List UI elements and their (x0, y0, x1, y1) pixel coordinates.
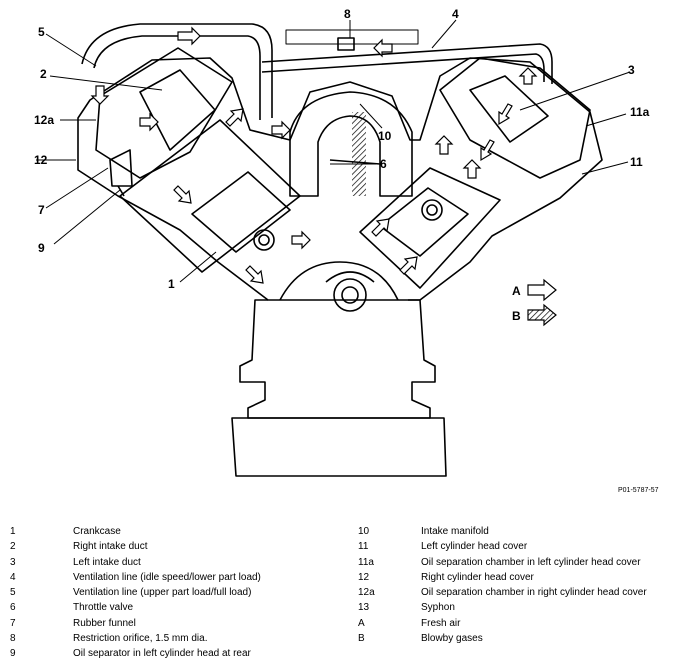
legend-item: 12a Oil separation chamber in right cylin… (358, 585, 647, 600)
legend-item: 6 Throttle valve (10, 600, 261, 615)
legend-key: 4 (10, 571, 16, 583)
legend-text: Oil separation chamber in right cylinder… (421, 587, 647, 599)
legend-key: 11 (358, 541, 369, 553)
callout-5: 5 (38, 25, 45, 39)
flow-key-b-label: B (512, 309, 521, 323)
callout-1: 1 (168, 277, 175, 291)
legend-text: Throttle valve (73, 602, 134, 614)
callout-3: 3 (628, 63, 635, 77)
callout-11: 11 (630, 155, 643, 169)
legend-key: 7 (10, 617, 16, 629)
legend-key: 12 (358, 571, 370, 583)
rubber-funnel (109, 149, 133, 187)
legend-item: 8 Restriction orifice, 1.5 mm dia. (10, 631, 261, 646)
legend-text: Syphon (421, 602, 455, 614)
callout-8: 8 (344, 7, 351, 21)
legend-text: Intake manifold (421, 526, 489, 537)
engine-lower-block (239, 299, 436, 419)
legend-key: 6 (10, 602, 16, 614)
figure-code: P01-5787-57 (618, 487, 659, 494)
callout-12a: 12a (34, 113, 54, 127)
legend-key: 10 (358, 526, 370, 537)
legend-text: Fresh air (421, 617, 461, 629)
legend-text: Left intake duct (73, 556, 141, 568)
callout-10: 10 (378, 129, 392, 143)
callout-12: 12 (34, 153, 48, 167)
legend-item: 1 Crankcase (10, 524, 261, 539)
legend-item: 11 Left cylinder head cover (358, 539, 647, 554)
legend-text: Oil separation chamber in left cylinder … (421, 556, 641, 568)
legend-item: 3 Left intake duct (10, 555, 261, 570)
legend-key: B (358, 633, 365, 645)
legend-item: 5 Ventilation line (upper part load/full … (10, 585, 261, 600)
crankshaft (333, 278, 367, 312)
legend-item: 4 Ventilation line (idle speed/lower part… (10, 570, 261, 585)
callout-2: 2 (40, 67, 47, 81)
legend-text: Ventilation line (idle speed/lower part … (73, 571, 261, 583)
ventilation-line-upper (81, 23, 273, 118)
legend-key: 1 (10, 526, 16, 537)
legend-right-column: 10 Intake manifold 11 Left cylinder head co… (358, 524, 647, 646)
legend-item: B Blowby gases (358, 631, 647, 646)
ventilation-line-lower (261, 43, 553, 84)
legend-text: Right cylinder head cover (421, 571, 534, 583)
legend-text: Rubber funnel (73, 617, 136, 629)
left-cylinder-bank (119, 119, 301, 273)
flow-key-a-label: A (512, 284, 521, 298)
intake-manifold (289, 91, 413, 197)
callout-4: 4 (452, 7, 459, 21)
left-cylinder-head-cover (95, 47, 233, 179)
legend-item: 2 Right intake duct (10, 539, 261, 554)
legend-key: 2 (10, 541, 16, 553)
legend-text: Ventilation line (upper part load/full l… (73, 587, 252, 599)
legend-key: 5 (10, 587, 16, 599)
legend-item: 12 Right cylinder head cover (358, 570, 647, 585)
fresh-air-arrow-icon (527, 278, 557, 302)
legend-text: Crankcase (73, 526, 121, 537)
legend-text: Blowby gases (421, 633, 483, 645)
legend-item: 7 Rubber funnel (10, 616, 261, 631)
legend-item: 11a Oil separation chamber in left cylind… (358, 555, 647, 570)
blowby-gas-arrow-icon (527, 303, 557, 327)
legend-item: 10 Intake manifold (358, 524, 647, 539)
callout-6: 6 (380, 157, 387, 171)
legend-left-column: 1 Crankcase 2 Right intake duct 3 Left intake… (10, 524, 261, 662)
legend-key: 11a (358, 556, 374, 568)
legend-key: 3 (10, 556, 16, 568)
legend-key: 13 (358, 602, 370, 614)
callout-11a: 11a (630, 105, 650, 119)
legend-key: A (358, 617, 365, 629)
legend-text: Left cylinder head cover (421, 541, 528, 553)
engine-crankcase-ventilation-diagram: 5 2 12a 12 7 9 1 8 4 3 11a 11 10 6 A B P… (34, 7, 659, 494)
oil-pan (231, 417, 447, 477)
crankcase-outline (77, 57, 603, 301)
legend-text: Oil separator in left cylinder head at r… (73, 648, 251, 660)
legend-item: 9 Oil separator in left cylinder head at … (10, 646, 261, 661)
callout-9: 9 (38, 241, 45, 255)
legend-key: 9 (10, 648, 16, 660)
legend-text: Right intake duct (73, 541, 148, 553)
callout-7: 7 (38, 203, 45, 217)
legend-key: 12a (358, 587, 375, 599)
right-cylinder-head-cover (439, 57, 591, 179)
legend-item: 13 Syphon (358, 600, 647, 615)
legend-key: 8 (10, 633, 16, 645)
legend-text: Restriction orifice, 1.5 mm dia. (73, 633, 208, 645)
legend-item: A Fresh air (358, 616, 647, 631)
